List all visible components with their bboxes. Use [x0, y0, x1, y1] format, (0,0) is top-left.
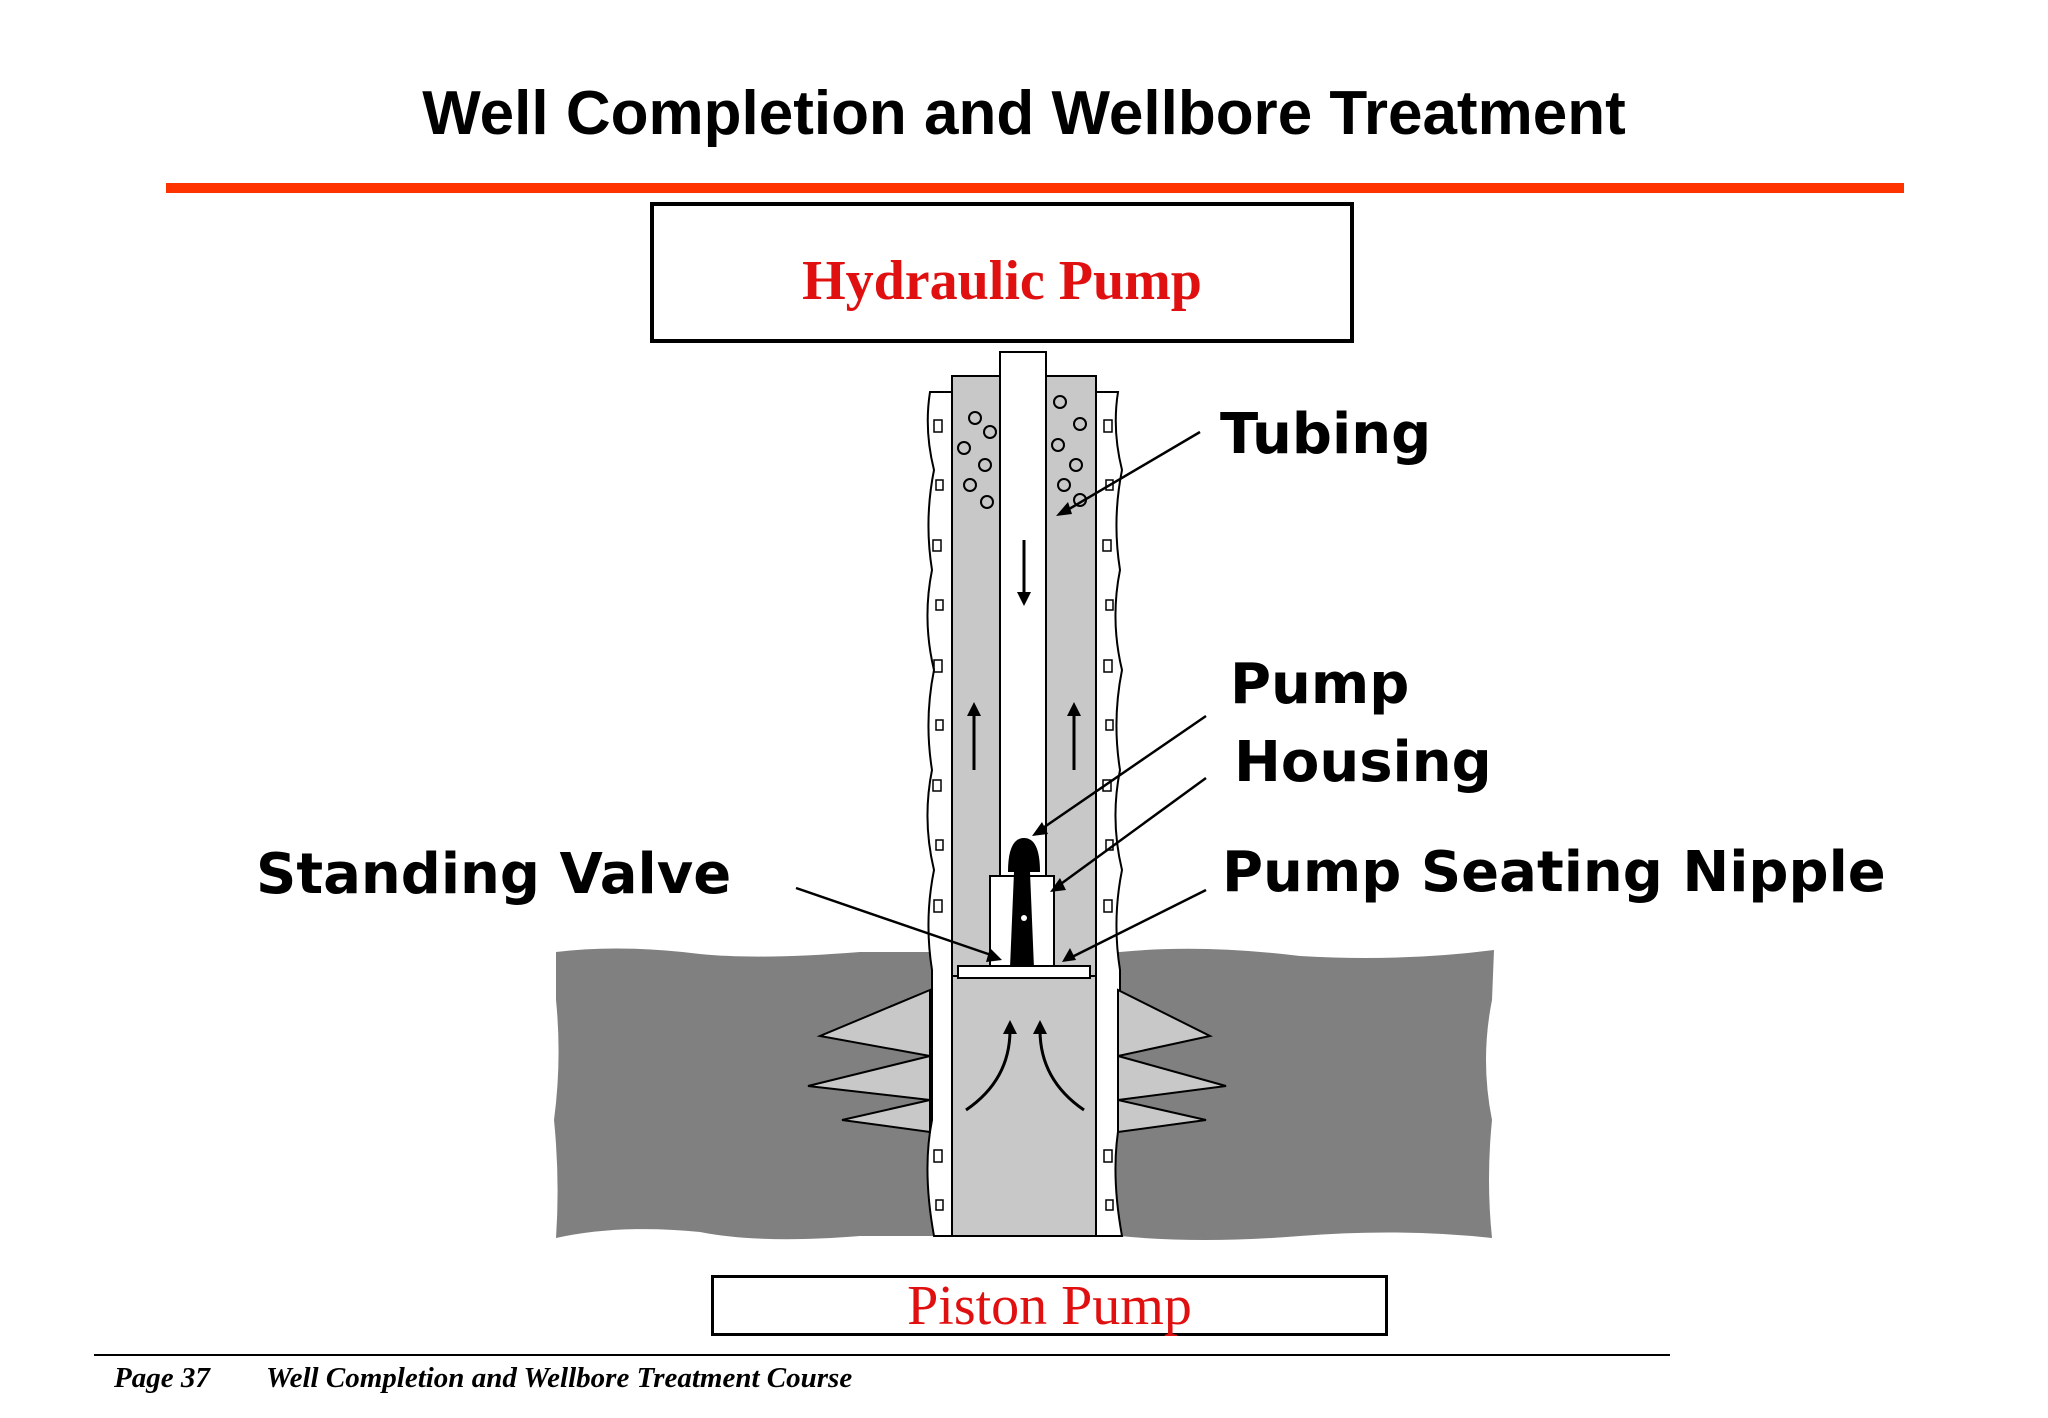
- perforations-right: [1117, 988, 1227, 1134]
- standing-valve: [1008, 838, 1040, 968]
- seating-nipple-label: Pump Seating Nipple: [1222, 840, 1886, 905]
- seating-nipple: [957, 965, 1091, 979]
- piston-pump-label: Piston Pump: [907, 1274, 1192, 1337]
- cement-sheath-left: [926, 391, 953, 1237]
- pump-housing-label-line1: Pump: [1230, 652, 1410, 717]
- footer-course: Well Completion and Wellbore Treatment C…: [266, 1362, 853, 1394]
- piston-pump-box: Piston Pump: [711, 1274, 1388, 1337]
- slide-title: Well Completion and Wellbore Treatment: [422, 79, 1626, 148]
- footer-rule: [94, 1354, 1670, 1356]
- leader-lines: [795, 430, 1207, 960]
- title-rule: [166, 183, 1904, 193]
- footer-page: Page 37: [114, 1362, 210, 1394]
- leader-arrow-heads: [986, 502, 1076, 962]
- hydraulic-pump-box: Hydraulic Pump: [650, 202, 1354, 343]
- flow-arrow-heads: [967, 592, 1081, 1034]
- valve-dot: [1021, 915, 1027, 921]
- casing-lower: [951, 975, 1097, 1237]
- flow-arrows: [965, 540, 1085, 1112]
- perforations-left: [807, 988, 931, 1134]
- hydraulic-pump-label: Hydraulic Pump: [802, 249, 1202, 312]
- tubing-label: Tubing: [1220, 402, 1432, 467]
- pump-housing-label-line2: Housing: [1234, 730, 1492, 795]
- standing-valve-label: Standing Valve: [256, 842, 732, 907]
